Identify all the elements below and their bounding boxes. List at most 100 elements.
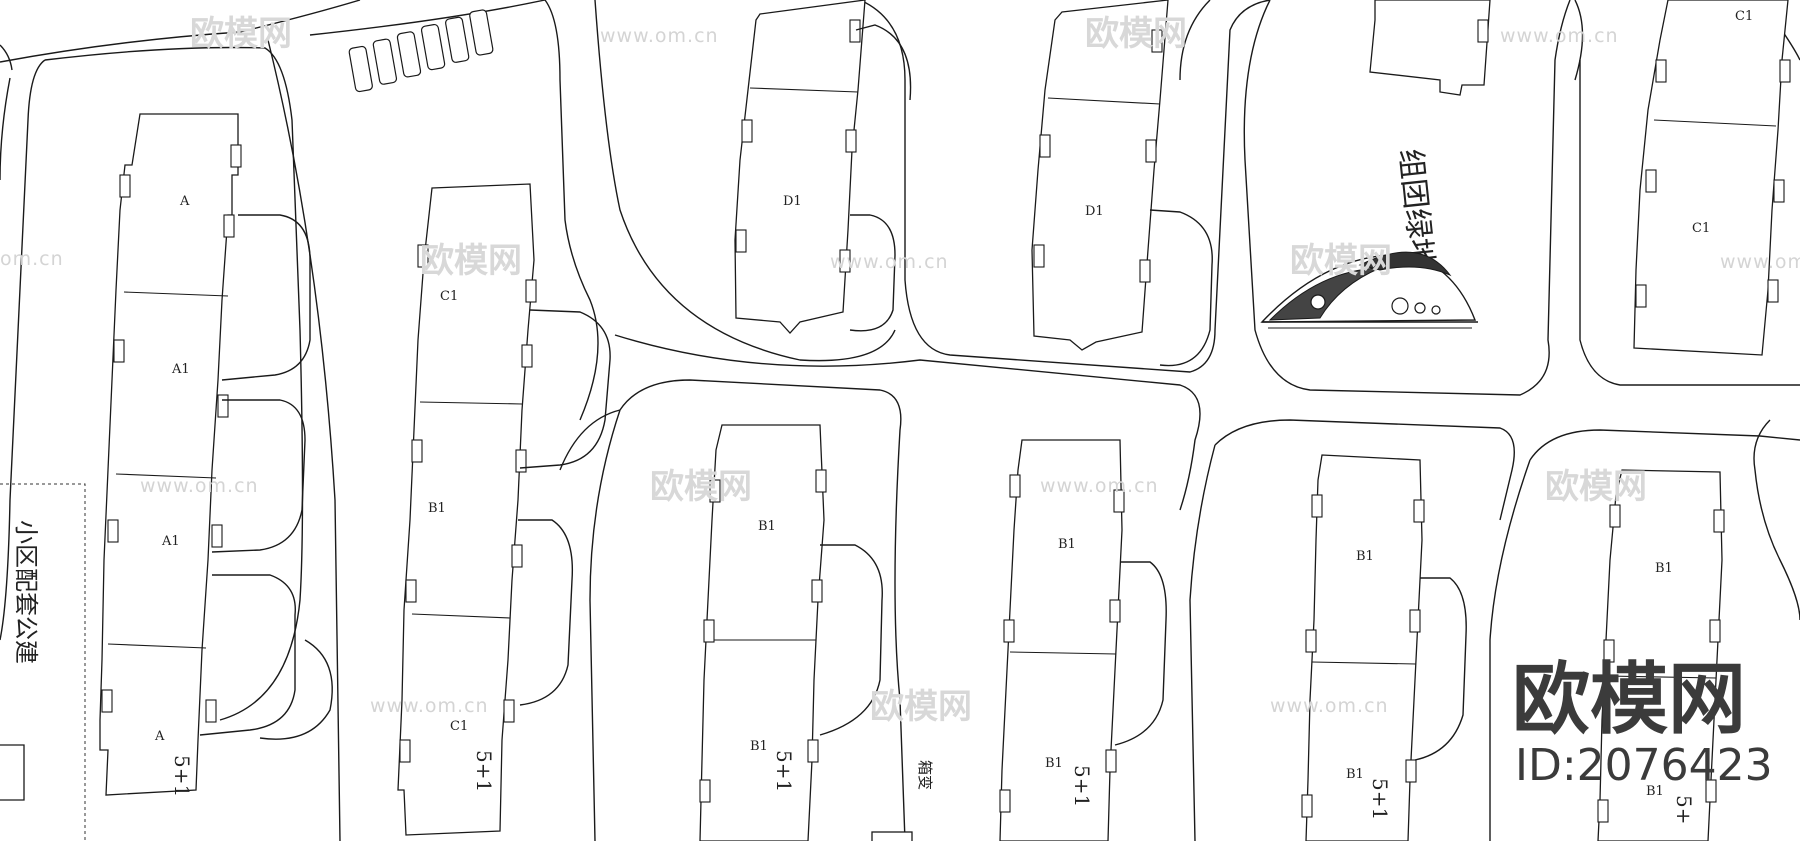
road-edge [0, 44, 13, 71]
road-edge [559, 409, 621, 471]
balcony [709, 479, 721, 503]
balcony [521, 344, 533, 368]
building-block [999, 439, 1123, 841]
road-edge [1753, 419, 1800, 621]
car-icon [348, 45, 373, 93]
road-edge [614, 334, 1201, 511]
balcony [999, 789, 1011, 813]
courtyard-path [1414, 577, 1467, 761]
courtyard-path [819, 544, 883, 736]
balcony [807, 739, 819, 763]
courtyard-path [259, 639, 333, 740]
unit-divider [1047, 97, 1161, 105]
building-block [1031, 0, 1169, 351]
balcony [230, 144, 242, 168]
road-edge [1189, 444, 1216, 841]
watermark-name: 欧模网 [420, 241, 522, 281]
balcony [1305, 629, 1317, 653]
unit-label: C1 [450, 719, 468, 734]
watermark-name: 欧模网 [1290, 241, 1392, 281]
balcony [119, 174, 131, 198]
building-top-6: C1 C1 [1633, 0, 1791, 356]
road-edge [0, 0, 361, 63]
balcony [1109, 599, 1121, 623]
balcony [735, 229, 747, 253]
balcony [1003, 619, 1015, 643]
building-block [99, 113, 239, 796]
sculpture-circle [1414, 302, 1426, 314]
unit-label: B1 [1045, 756, 1063, 771]
unit-divider [411, 613, 511, 619]
unit-divider [123, 291, 229, 297]
unit-divider [1009, 651, 1117, 655]
unit-divider [1605, 675, 1717, 679]
balcony [1033, 244, 1045, 268]
unit-label: D1 [783, 194, 802, 209]
unit-label: B1 [1655, 561, 1673, 576]
service-boundary [0, 483, 86, 841]
balcony [1709, 619, 1721, 643]
balcony [511, 544, 523, 568]
car-icon [372, 38, 398, 85]
watermark-url: om.cn [0, 248, 64, 270]
unit-divider [115, 473, 217, 479]
unit-label: C1 [1692, 221, 1710, 236]
building-block [397, 183, 535, 836]
substation-box [871, 831, 913, 841]
building-block [1597, 469, 1723, 841]
balcony [1145, 139, 1157, 163]
building-block [699, 424, 825, 841]
building-block [1369, 0, 1491, 96]
unit-label: B1 [750, 739, 768, 754]
car-icon [420, 23, 446, 71]
unit-divider [1653, 119, 1777, 127]
balcony [1139, 259, 1151, 283]
road-edge [44, 46, 304, 721]
courtyard-path [199, 574, 296, 736]
road-edge [594, 0, 896, 362]
balcony [845, 129, 857, 153]
road-edge [0, 59, 46, 641]
building-block [734, 0, 866, 334]
balcony [1009, 474, 1021, 498]
floor-count-label: 5+1 [1368, 778, 1392, 820]
balcony [1609, 504, 1621, 528]
courtyard-path [221, 214, 311, 381]
balcony [1635, 284, 1647, 308]
road-edge [309, 0, 546, 36]
watermark-url: www.om.cn [830, 251, 949, 273]
balcony [815, 469, 827, 493]
floor-count-label: 5+ [1672, 795, 1696, 824]
unit-divider [1311, 661, 1417, 665]
building-block [1633, 0, 1789, 356]
sculpture-circle [1391, 297, 1409, 315]
road-edge [1529, 429, 1800, 461]
service-building [0, 744, 25, 801]
watermark-url: www.om.cn [1720, 251, 1800, 273]
balcony [411, 439, 423, 463]
courtyard-path [855, 24, 912, 101]
balcony [1779, 59, 1791, 83]
watermark-url: www.om.cn [600, 25, 719, 47]
balcony [811, 579, 823, 603]
building-column-2: C1 B1 C1 5+1 [397, 183, 611, 836]
watermark-name: 欧模网 [1085, 14, 1187, 54]
balcony [525, 279, 537, 303]
balcony [1713, 509, 1725, 533]
floor-count-label: 5+1 [772, 750, 796, 792]
balcony [703, 619, 715, 643]
building-bottom-3: B1 B1 5+1 箱变 [699, 424, 934, 841]
balcony [417, 244, 429, 268]
balcony [1645, 169, 1657, 193]
unit-label: A1 [161, 534, 180, 549]
building-top-3: D1 [734, 0, 912, 334]
road-edge [544, 0, 599, 421]
balcony [1597, 799, 1609, 823]
road-edge [0, 77, 11, 181]
road-edge [1179, 0, 1211, 81]
balcony [1039, 134, 1051, 158]
road-edge [1574, 0, 1584, 81]
balcony [1301, 794, 1313, 818]
